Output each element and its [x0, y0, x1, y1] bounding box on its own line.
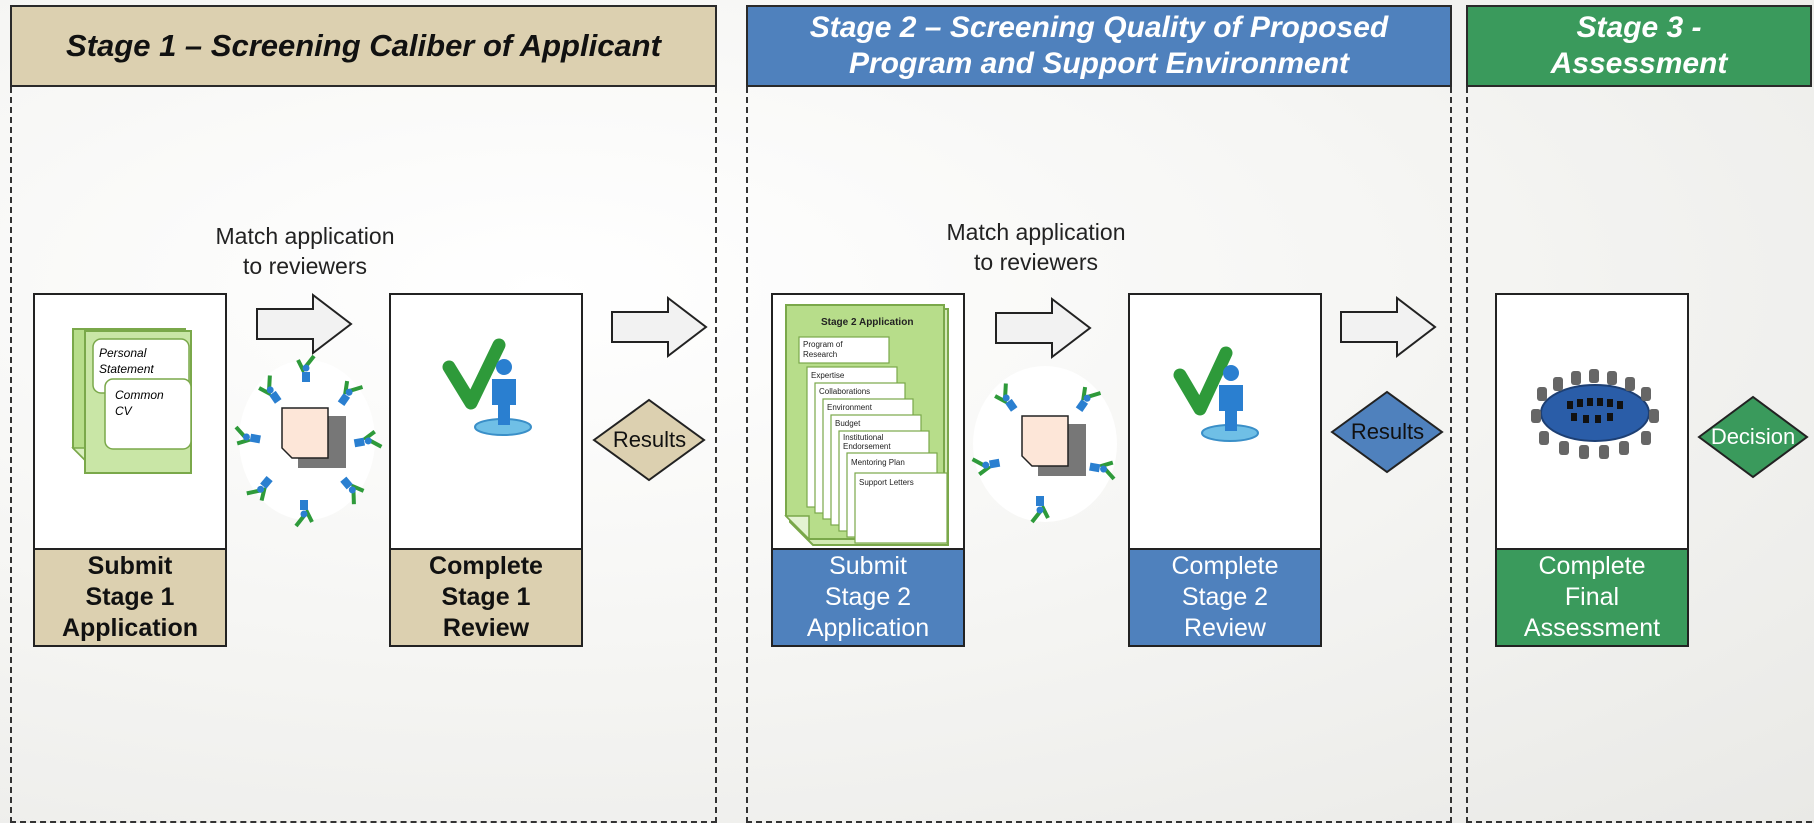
- document-icon: Stage 2 Application Program of Research …: [784, 304, 949, 546]
- match-line: to reviewers: [243, 252, 367, 279]
- reviewer-cluster-icon: [970, 366, 1119, 524]
- app-tab-label: Support Letters: [859, 478, 914, 487]
- app-title: Stage 2 Application: [821, 317, 913, 328]
- label-line: Stage 2: [824, 582, 912, 611]
- stage1-header-line: Stage 1 – Screening Caliber of Applicant: [66, 28, 661, 64]
- submit-stage1-label: Submit Stage 1 Application: [33, 550, 227, 647]
- label-line: Assessment: [1523, 614, 1661, 643]
- results-diamond: [1330, 390, 1444, 474]
- results-diamond: [592, 398, 706, 482]
- final-assessment-label: Complete Final Assessment: [1495, 550, 1689, 647]
- checkmark-person-icon: [1173, 346, 1259, 442]
- label-line: Review: [442, 614, 530, 643]
- label-line: Complete: [1171, 551, 1279, 580]
- match-line: Match application: [215, 223, 395, 249]
- doc-front-line: CV: [115, 404, 133, 418]
- arrow-right-icon: [256, 292, 353, 356]
- app-tab-label: Collaborations: [819, 387, 870, 396]
- label-line: Application: [806, 614, 930, 643]
- label-line: Complete: [429, 551, 543, 580]
- stage2-header-line: Stage 2 – Screening Quality of Proposed: [809, 11, 1389, 44]
- app-tab-label: Expertise: [811, 371, 845, 380]
- arrow-right-icon: [995, 296, 1092, 360]
- stage3-header-line: Assessment: [1550, 47, 1728, 80]
- submit-stage2-card[interactable]: Stage 2 Application Program of Research …: [771, 293, 965, 550]
- label-line: Submit: [87, 551, 173, 580]
- stage1-container: [10, 87, 717, 823]
- stage2-header: Stage 2 – Screening Quality of Proposed …: [746, 5, 1452, 87]
- review-stage1-label: Complete Stage 1 Review: [389, 550, 583, 647]
- doc-front-line: Common: [115, 388, 164, 402]
- doc-back-line: Statement: [99, 362, 154, 376]
- reviewer-cluster-icon: [231, 354, 384, 528]
- stage1-match-text: Match application to reviewers: [195, 222, 415, 282]
- app-tab-label: Research: [803, 350, 837, 359]
- submit-stage2-label: Submit Stage 2 Application: [771, 550, 965, 647]
- final-assessment-card[interactable]: [1495, 293, 1689, 550]
- stage3-container: [1466, 87, 1812, 823]
- label-line: Final: [1564, 582, 1620, 611]
- label-line: Submit: [829, 551, 907, 580]
- stage3-header: Stage 3 - Assessment: [1466, 5, 1812, 87]
- stage1-header: Stage 1 – Screening Caliber of Applicant: [10, 5, 717, 87]
- submit-stage1-card[interactable]: Personal Statement Common CV: [33, 293, 227, 550]
- review-stage1-card[interactable]: [389, 293, 583, 550]
- app-tab-label: Endorsement: [843, 442, 891, 451]
- label-line: Complete: [1538, 551, 1646, 580]
- results-label: Results: [612, 427, 687, 452]
- results-label: Results: [1350, 419, 1425, 444]
- app-tab-label: Mentoring Plan: [851, 458, 905, 467]
- label-line: Stage 1: [85, 582, 175, 611]
- label-line: Application: [61, 614, 199, 643]
- stage3-header-line: Stage 3 -: [1576, 11, 1702, 44]
- review-stage2-label: Complete Stage 2 Review: [1128, 550, 1322, 647]
- app-tab-label: Environment: [827, 403, 873, 412]
- stage2-header-line: Program and Support Environment: [848, 47, 1350, 80]
- doc-back-line: Personal: [99, 346, 147, 360]
- document-icon: Personal Statement Common CV: [71, 328, 192, 474]
- label-line: Stage 1: [441, 582, 531, 611]
- label-line: Stage 2: [1181, 582, 1269, 611]
- decision-label: Decision: [1710, 424, 1796, 449]
- match-line: to reviewers: [974, 248, 1098, 275]
- stage2-match-text: Match application to reviewers: [926, 218, 1146, 278]
- app-tab-label: Program of: [803, 340, 843, 349]
- app-tab-label: Budget: [835, 419, 861, 428]
- match-line: Match application: [946, 219, 1126, 245]
- stage2-container: [746, 87, 1452, 823]
- label-line: Review: [1184, 614, 1266, 643]
- app-tab-label: Institutional: [843, 433, 884, 442]
- arrow-right-icon: [1340, 295, 1437, 359]
- decision-diamond: [1697, 395, 1809, 479]
- review-stage2-card[interactable]: [1128, 293, 1322, 550]
- meeting-table-icon: [1531, 369, 1659, 459]
- arrow-right-icon: [611, 295, 708, 359]
- checkmark-person-icon: [442, 338, 532, 436]
